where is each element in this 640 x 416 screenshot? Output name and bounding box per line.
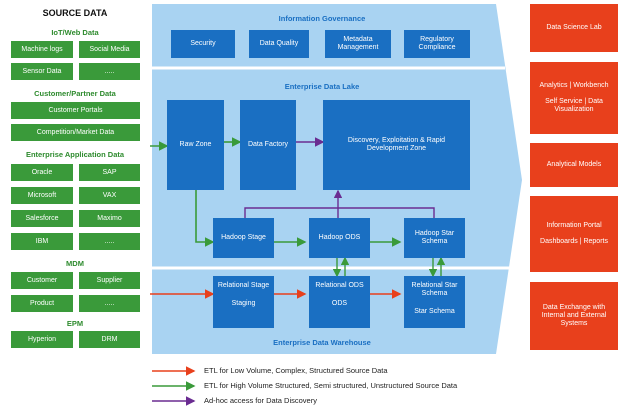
source-salesforce: Salesforce <box>11 210 73 227</box>
consumer-label: Data Exchange with Internal and External… <box>541 303 607 328</box>
consumer-portal-dashboards: Information Portal Dashboards | Reports <box>530 196 618 272</box>
source-data-title: SOURCE DATA <box>42 8 108 18</box>
source-ibm: IBM <box>11 233 73 250</box>
consumer-label: Self Service | Data Visualization <box>545 97 603 114</box>
consumer-label: Dashboards | Reports <box>540 238 608 245</box>
source-maximo: Maximo <box>79 210 140 227</box>
source-iot-more: ..... <box>79 63 140 80</box>
ods-label: ODS <box>331 300 348 308</box>
hadoop-star-schema: Hadoop Star Schema <box>404 218 465 258</box>
source-customer-portals: Customer Portals <box>11 102 140 119</box>
relational-stage: Relational Stage <box>217 282 270 289</box>
lake-discovery-zone: Discovery, Exploitation & Rapid Developm… <box>323 100 470 190</box>
source-sensor-data: Sensor Data <box>11 63 73 80</box>
group-title-iot: IoT/Web Data <box>51 28 99 37</box>
relational-star-schema: Relational Star Schema <box>411 282 458 298</box>
source-competition-market: Competition/Market Data <box>11 124 140 141</box>
data-lake-title: Enterprise Data Lake <box>284 82 360 91</box>
consumer-label: Analytical Models <box>546 160 602 168</box>
hadoop-stage: Hadoop Stage <box>213 218 274 258</box>
consumer-label: Analytics | Workbench <box>539 81 609 89</box>
legend-text-purple: Ad-hoc access for Data Discovery <box>204 396 317 405</box>
gov-security: Security <box>171 30 235 58</box>
green-etl-line-raw-to-stage <box>195 190 215 247</box>
relational-star-group: Relational Star Schema Star Schema <box>404 276 465 328</box>
governance-title: Information Governance <box>278 14 366 23</box>
relational-staging-group: Relational Stage Staging <box>213 276 274 328</box>
source-supplier: Supplier <box>79 272 140 289</box>
source-drm: DRM <box>79 331 140 348</box>
staging-label: Staging <box>231 300 256 308</box>
group-title-customer-partner: Customer/Partner Data <box>34 89 116 98</box>
consumer-analytics-selfservice: Analytics | Workbench Self Service | Dat… <box>530 62 618 134</box>
consumer-data-science-lab: Data Science Lab <box>530 4 618 52</box>
source-sap: SAP <box>79 164 140 181</box>
source-microsoft: Microsoft <box>11 187 73 204</box>
source-enterprise-more: ..... <box>79 233 140 250</box>
lake-raw-zone: Raw Zone <box>167 100 224 190</box>
source-customer: Customer <box>11 272 73 289</box>
gov-regulatory-compliance: Regulatory Compliance <box>404 30 470 58</box>
group-title-epm: EPM <box>66 319 84 328</box>
source-mdm-more: ..... <box>79 295 140 312</box>
star-schema-label: Star Schema <box>414 308 455 316</box>
hadoop-ods: Hadoop ODS <box>309 218 370 258</box>
group-title-mdm: MDM <box>66 259 84 268</box>
lake-data-factory: Data Factory <box>240 100 296 190</box>
legend-text-red: ETL for Low Volume, Complex, Structured … <box>204 366 388 375</box>
source-social-media: Social Media <box>79 41 140 58</box>
source-product: Product <box>11 295 73 312</box>
purple-adhoc-return <box>244 207 435 218</box>
legend-text-green: ETL for High Volume Structured, Semi str… <box>204 381 458 390</box>
consumer-data-exchange: Data Exchange with Internal and External… <box>530 282 618 350</box>
consumer-label: Information Portal <box>546 221 602 229</box>
consumer-analytical-models: Analytical Models <box>530 143 618 187</box>
relational-ods-group: Relational ODS ODS <box>309 276 370 328</box>
gov-metadata-management: Metadata Management <box>325 30 391 58</box>
data-warehouse-title: Enterprise Data Warehouse <box>273 338 371 347</box>
source-vax: VAX <box>79 187 140 204</box>
source-oracle: Oracle <box>11 164 73 181</box>
source-machine-logs: Machine logs <box>11 41 73 58</box>
consumer-label: Data Science Lab <box>546 23 602 31</box>
source-hyperion: Hyperion <box>11 331 73 348</box>
relational-ods: Relational ODS <box>315 282 364 289</box>
group-title-enterprise-app: Enterprise Application Data <box>25 150 125 159</box>
gov-data-quality: Data Quality <box>249 30 309 58</box>
